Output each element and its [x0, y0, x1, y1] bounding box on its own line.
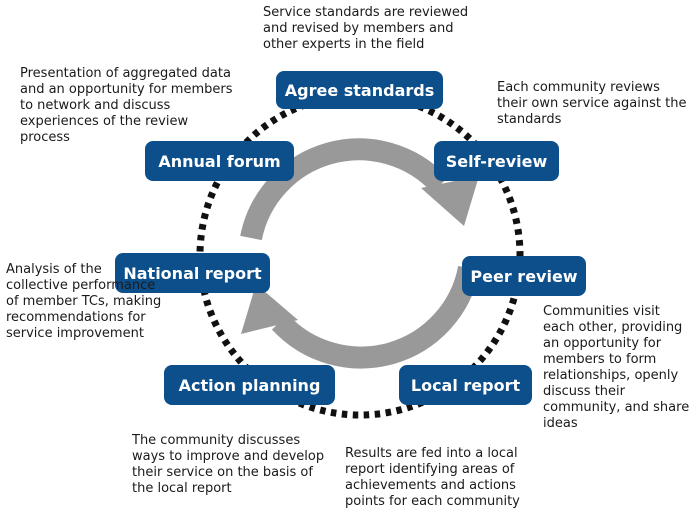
cycle-arrow-lower	[271, 265, 480, 369]
cycle-arrow-upper	[240, 138, 449, 241]
desc-local-report: Results are fed into a local report iden…	[345, 446, 520, 509]
desc-self-review: Each community reviews their own service…	[497, 80, 687, 127]
desc-agree-standards: Service standards are reviewed and revis…	[263, 5, 469, 52]
stage-local-report: Local report	[399, 365, 532, 405]
cycle-arrowhead-lower	[241, 284, 298, 334]
stage-peer-review: Peer review	[462, 256, 586, 296]
desc-action-planning: The community discusses ways to improve …	[132, 433, 325, 496]
stage-national-report: National report	[115, 253, 270, 293]
desc-annual-forum: Presentation of aggregated data and an o…	[20, 66, 233, 145]
stage-action-planning: Action planning	[164, 365, 335, 405]
stage-agree-standards: Agree standards	[276, 71, 443, 109]
stage-annual-forum: Annual forum	[145, 141, 294, 181]
cycle-arrowhead-upper	[421, 176, 479, 226]
desc-peer-review: Communities visit each other, providing …	[543, 304, 690, 431]
stage-self-review: Self-review	[434, 141, 559, 181]
desc-national-report: Analysis of the collective performance o…	[6, 262, 162, 341]
dotted-ring	[196, 91, 524, 419]
